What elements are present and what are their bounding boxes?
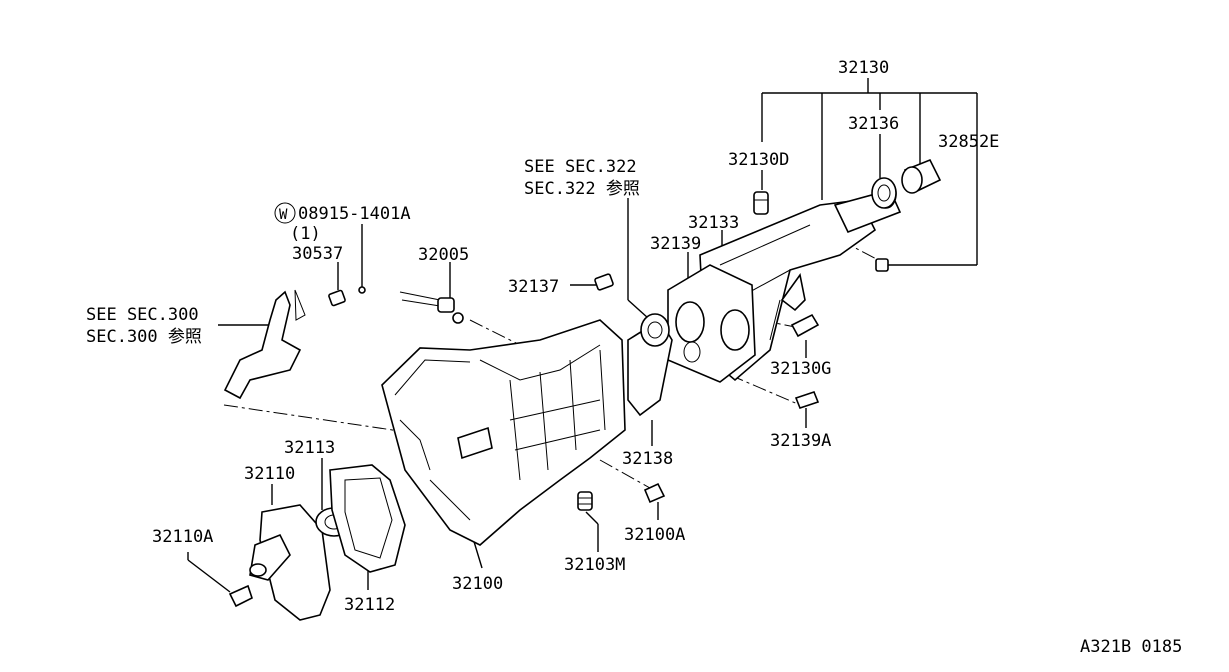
label-32133: 32133 (688, 213, 739, 233)
label-32130G: 32130G (770, 359, 831, 379)
breather-32130D (753, 191, 769, 215)
drain-plug-32100A (643, 482, 666, 504)
label-32137: 32137 (508, 277, 559, 297)
label-32138: 32138 (622, 449, 673, 469)
label-32139A: 32139A (770, 431, 831, 451)
washer-symbol-letter: W (279, 207, 288, 223)
label-32139: 32139 (650, 234, 701, 254)
adapter-plate-32139 (667, 264, 756, 383)
shift-fork-area (223, 289, 306, 400)
label-32113: 32113 (284, 438, 335, 458)
gasket-32112 (329, 464, 406, 573)
label-32005: 32005 (418, 245, 469, 265)
switch-32005 (399, 291, 464, 324)
label-32130D: 32130D (728, 150, 789, 170)
label-08915-1401A: 08915-1401A (298, 204, 411, 224)
label-32100A: 32100A (624, 525, 685, 545)
label-32110: 32110 (244, 464, 295, 484)
label-08915-qty: (1) (290, 224, 321, 244)
part-labels: 32130 32136 32852E 32130D SEE SEC.322 SE… (86, 58, 1182, 657)
label-32110A: 32110A (152, 527, 213, 547)
transmission-case-32100 (381, 319, 626, 546)
front-cover-32110 (249, 504, 331, 621)
label-32852E: 32852E (938, 132, 999, 152)
plug-32137 (594, 273, 614, 291)
drawing-code: A321B 0185 (1080, 637, 1182, 657)
pin-30537 (328, 286, 366, 307)
oil-seal-32136 (871, 177, 897, 209)
small-plug-32130 (875, 258, 889, 272)
plug-32103M (577, 491, 593, 511)
label-see-sec-322: SEE SEC.322 (524, 157, 637, 177)
bolt-32130G (790, 313, 820, 338)
label-sec-300-ref: SEC.300 参照 (86, 327, 202, 347)
bolt-32139A (794, 391, 820, 409)
washer-symbol-icon (274, 202, 296, 224)
leader-lines (187, 78, 978, 593)
bearing-retainer-32138 (627, 313, 673, 417)
label-see-sec-300: SEE SEC.300 (86, 305, 199, 325)
label-32100: 32100 (452, 574, 503, 594)
bushing-32852E (901, 158, 942, 194)
bolt-32110A (228, 584, 253, 608)
label-32130: 32130 (838, 58, 889, 78)
label-32136: 32136 (848, 114, 899, 134)
label-32103M: 32103M (564, 555, 625, 575)
label-32112: 32112 (344, 595, 395, 615)
label-30537: 30537 (292, 244, 343, 264)
label-sec-322-ref: SEC.322 参照 (524, 179, 640, 199)
